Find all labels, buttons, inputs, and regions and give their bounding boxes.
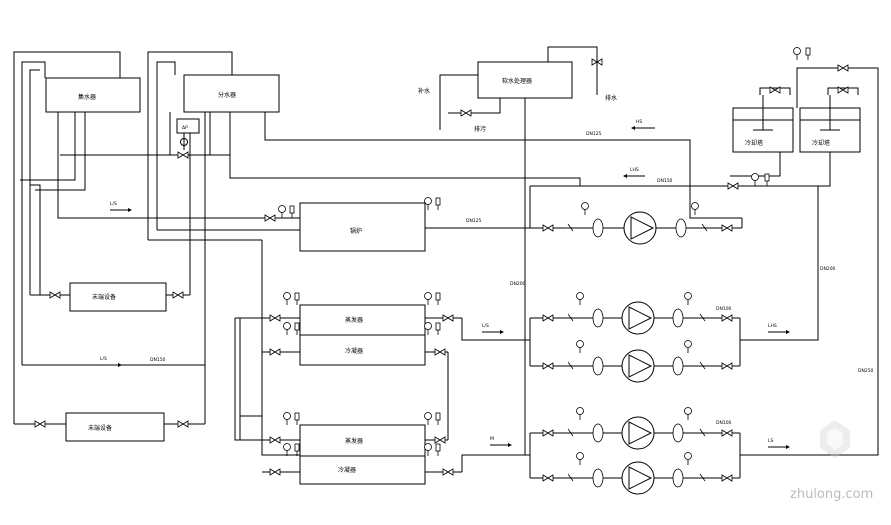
- softener-label: 软水处理器: [502, 77, 532, 85]
- boiler-box: [299, 202, 426, 252]
- flow-label-m: M: [490, 436, 494, 442]
- drain-label: 排污: [474, 125, 486, 133]
- distributor-label: 分水器: [218, 91, 236, 99]
- flow-arrows: [100, 126, 790, 449]
- pipe-label-dn100-2: DN100: [716, 420, 732, 426]
- evaporator-label-2: 蒸发器: [345, 437, 363, 445]
- evaporator-box-2: [299, 424, 426, 457]
- dp-label: ΔP: [182, 125, 188, 131]
- evaporator-label-1: 蒸发器: [345, 316, 363, 324]
- flow-label-lr3: L/S: [482, 323, 489, 329]
- condenser-label-2: 冷凝器: [338, 466, 356, 474]
- condenser-box-1: [299, 334, 426, 366]
- boiler-label: 锅炉: [350, 227, 362, 235]
- terminal-label-1: 末端设备: [92, 293, 116, 301]
- pipe-label-dn-mid2: DN150: [657, 178, 673, 184]
- pipe-label-dn150: DN150: [150, 357, 166, 363]
- flow-label-lhs2: LHS: [768, 323, 777, 329]
- pipe-label-dn125: DN125: [466, 218, 482, 224]
- condenser-box-2: [299, 455, 426, 485]
- terminal-equipment-1: [69, 282, 167, 312]
- collector-box: [45, 77, 141, 113]
- pipe-label-dn-mid: DN125: [586, 131, 602, 137]
- pump-row-3: [530, 340, 740, 383]
- watermark-logo: [820, 420, 850, 458]
- terminal-equipment-2: [65, 412, 165, 442]
- watermark-text: zhulong.com: [790, 487, 873, 502]
- flow-label-lr: L/S: [110, 201, 117, 207]
- makeup-water-label: 补水: [418, 87, 430, 95]
- terminal-label-2: 末端设备: [88, 424, 112, 432]
- flow-label-lhs: LHS: [630, 167, 639, 173]
- differential-pressure-box: [176, 118, 200, 134]
- pipe-label-dn-right: DN250: [858, 368, 874, 374]
- pipe-label-dn100: DN100: [716, 306, 732, 312]
- cooling-tower-label-2: 冷却塔: [812, 139, 830, 147]
- flow-label-ls: LS: [768, 438, 774, 444]
- evaporator-box-1: [299, 304, 426, 336]
- flow-label-hs: HS: [636, 119, 642, 125]
- pump-row-2: [530, 292, 740, 335]
- cooling-tower-label-1: 冷却塔: [745, 139, 763, 147]
- pump-row-5: [530, 452, 740, 495]
- pump-row-4: [530, 407, 740, 450]
- flow-label-lr2: L/S: [100, 356, 107, 362]
- pipe-label-dn-side: DN200: [820, 266, 836, 272]
- chiller-piping: [234, 185, 580, 473]
- pump-row-1: [530, 202, 743, 245]
- condenser-label-1: 冷凝器: [345, 347, 363, 355]
- drain2-label: 排水: [605, 94, 617, 102]
- pipe-label-dn200: DN200: [510, 281, 526, 287]
- distributor-box: [183, 74, 280, 113]
- left-piping: [13, 51, 819, 425]
- collector-label: 集水器: [78, 93, 96, 101]
